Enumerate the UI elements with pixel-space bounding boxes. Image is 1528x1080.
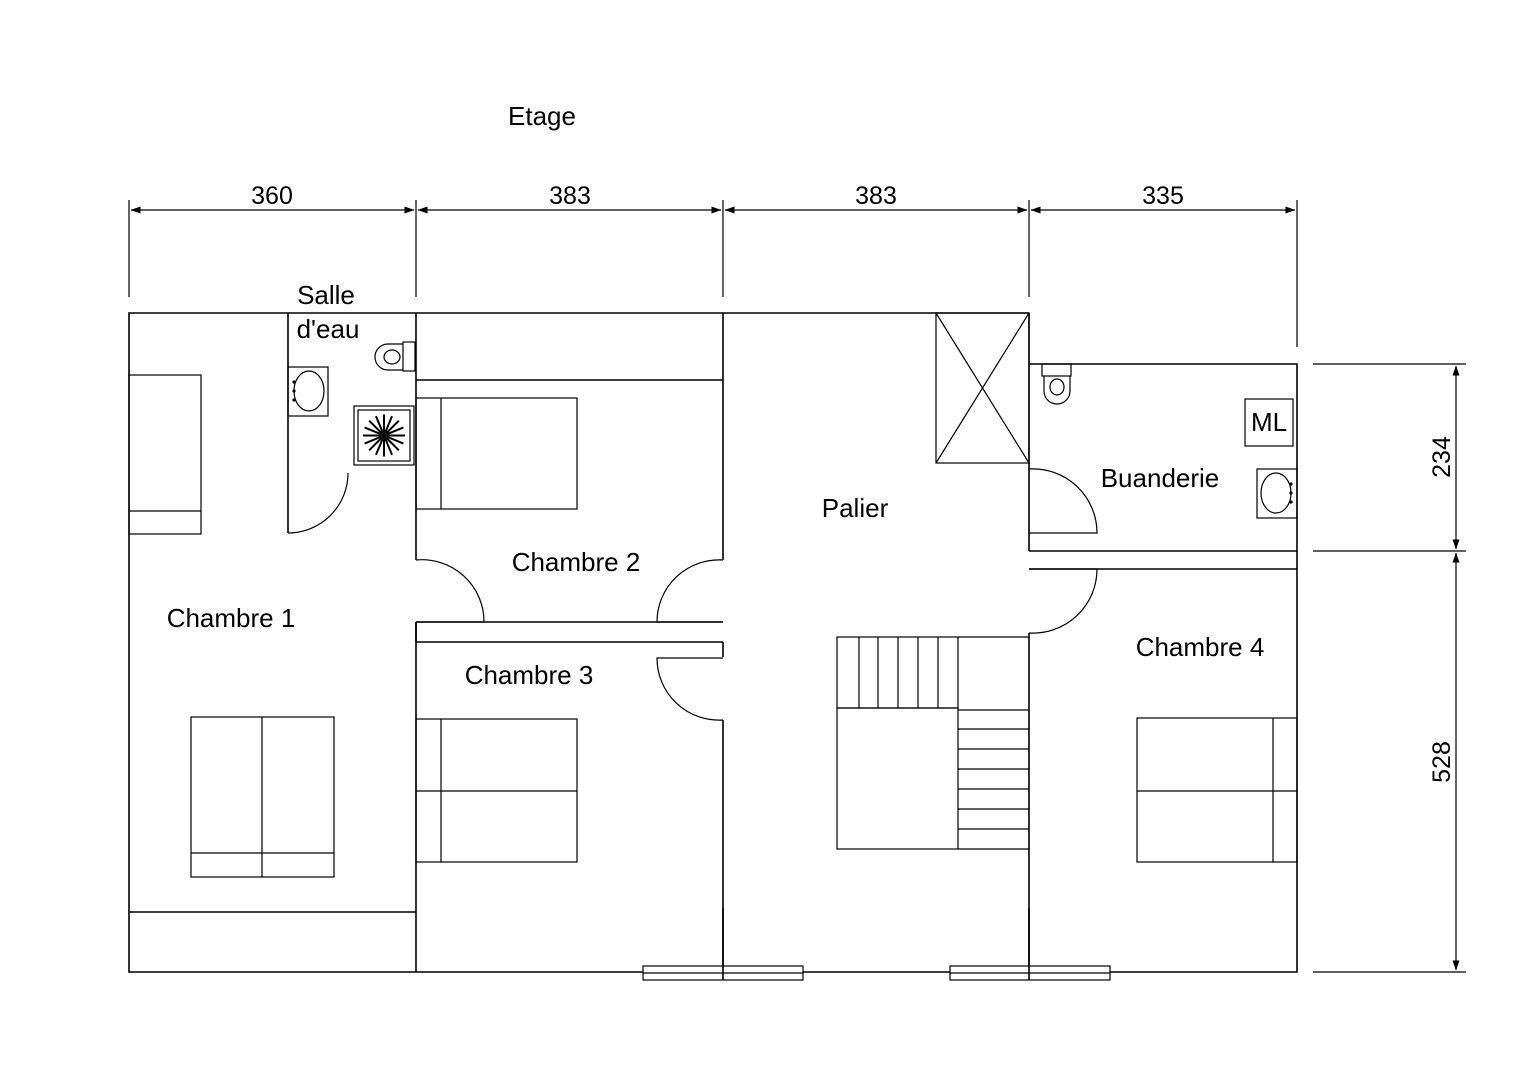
room-label-chambre4: Chambre 4 <box>1136 632 1265 662</box>
door-chambre-4 <box>1028 568 1098 634</box>
windows <box>642 908 1111 981</box>
salle-deau-fixtures <box>287 341 416 466</box>
shower-drain-ray <box>384 415 393 434</box>
shower-drain-ray <box>375 437 384 456</box>
vertical-dimensions: 234 528 <box>1313 363 1466 973</box>
room-label-chambre1: Chambre 1 <box>167 603 296 633</box>
room-label-palier: Palier <box>822 493 889 523</box>
dimension-label: 335 <box>1142 182 1184 210</box>
door-chambre-3 <box>656 657 724 721</box>
shower-drain-ray <box>385 436 400 452</box>
shower-drain-ray <box>386 426 404 436</box>
room-label-salle-deau: d'eau <box>297 314 360 344</box>
chimney-void <box>935 312 1030 464</box>
buanderie-fixtures: ML <box>1041 363 1298 519</box>
toilet-icon <box>1041 363 1072 405</box>
washing-machine-label: ML <box>1251 407 1287 437</box>
dimension-label: 528 <box>1428 741 1456 783</box>
walls <box>128 312 1298 973</box>
shower-icon <box>353 405 415 466</box>
shower-drain-ray <box>385 419 400 435</box>
shower-drain-ray <box>384 437 393 456</box>
door-salle-deau <box>287 472 349 534</box>
doors <box>287 468 1098 721</box>
chambre1-furniture <box>128 374 335 878</box>
toilet-icon <box>374 341 416 372</box>
washing-machine <box>1244 398 1294 447</box>
room-label-chambre2: Chambre 2 <box>512 547 641 577</box>
dimension-label: 360 <box>251 182 293 210</box>
shower-drain-ray <box>386 435 404 445</box>
dimension-label: 383 <box>549 182 591 210</box>
room-label-chambre3: Chambre 3 <box>465 660 594 690</box>
shower-drain-ray <box>364 435 382 445</box>
sink-icon <box>287 366 329 417</box>
room-label-salle-deau: Salle <box>297 280 355 310</box>
shower-drain-ray <box>368 419 383 435</box>
room-labels: Salle d'eau Chambre 1 Chambre 2 Chambre … <box>167 280 1265 690</box>
desk <box>128 374 202 535</box>
chambre3-bed <box>415 718 578 863</box>
shower-drain-ray <box>364 426 382 436</box>
room-label-buanderie: Buanderie <box>1101 463 1220 493</box>
sink-icon <box>1256 468 1298 519</box>
horizontal-dimensions: 360 383 383 335 <box>128 182 1298 347</box>
staircase <box>836 636 1029 850</box>
door-chambre-1 <box>415 559 485 623</box>
shower-drain-ray <box>375 415 384 434</box>
dimension-label: 383 <box>855 182 897 210</box>
door-chambre-2 <box>656 559 724 623</box>
dimension-label: 234 <box>1428 436 1456 478</box>
shower-drain-ray <box>368 436 383 452</box>
door-buanderie <box>1028 468 1098 534</box>
chambre4-bed <box>1136 717 1298 863</box>
shower-drain <box>381 432 387 439</box>
plan-title: Etage <box>508 101 576 131</box>
chambre2-bed <box>415 397 578 510</box>
